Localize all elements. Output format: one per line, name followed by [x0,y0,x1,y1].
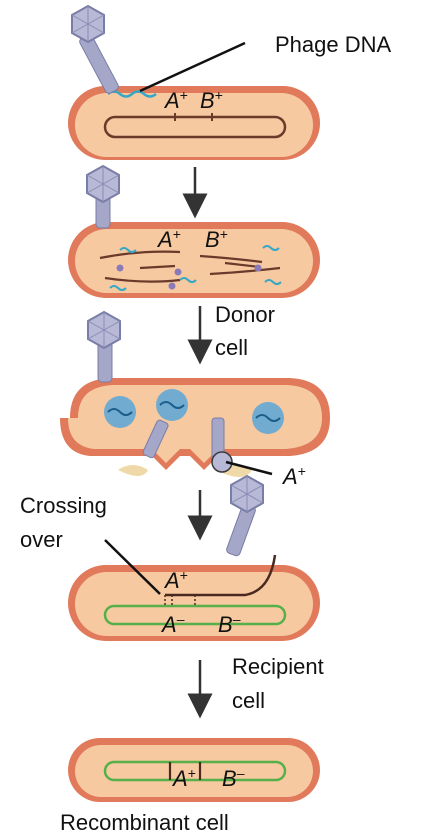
crossing-over-label-line1: Crossing [20,493,107,518]
donor-cell-label-line2: cell [215,335,248,360]
stage2-donor-cell [68,222,320,298]
recipient-cell-label-line2: cell [232,688,265,713]
phage-dna-label: Phage DNA [275,32,392,57]
recipient-cell-label-line1: Recipient [232,654,324,679]
stage3-gene-a: A+ [281,463,306,489]
stage4-recipient-cell [68,555,320,641]
stage3-phage [88,312,120,382]
donor-cell-label-line1: Donor [215,302,275,327]
stage3-lysing-cell [60,378,330,477]
crossing-over-label-line2: over [20,527,63,552]
stage4-phage [226,476,263,557]
phage-dna-pointer [140,43,245,91]
stage2-phage [87,166,119,228]
stage1-donor-cell [68,86,320,160]
stage1-phage [72,6,120,95]
recombinant-cell-label: Recombinant cell [60,810,229,835]
